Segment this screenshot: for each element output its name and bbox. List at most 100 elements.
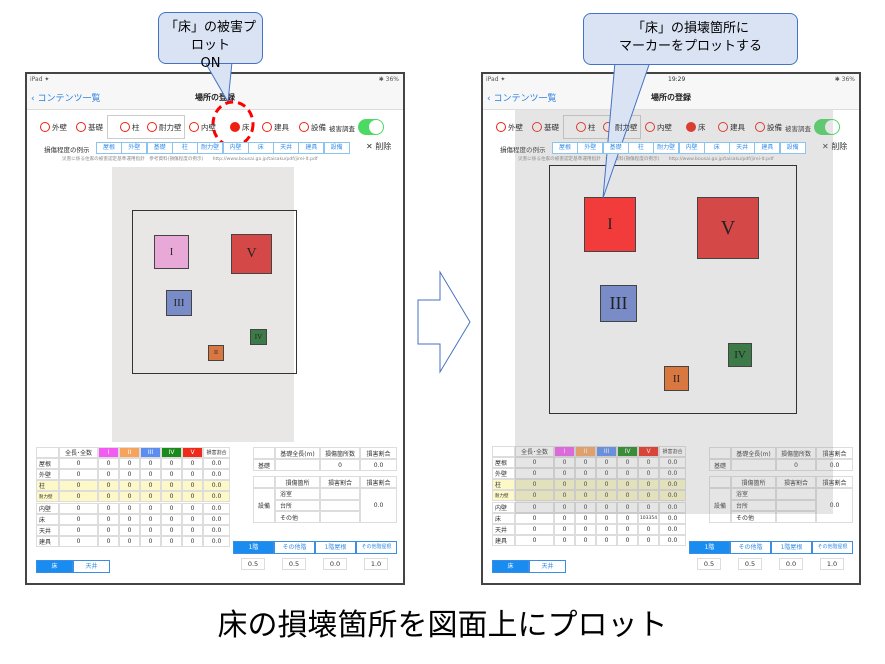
damage-survey-toggle[interactable] bbox=[358, 119, 384, 135]
example-button[interactable]: 床 bbox=[247, 142, 274, 154]
damage-marker-III[interactable]: III bbox=[600, 285, 637, 322]
example-button[interactable]: 床 bbox=[703, 142, 730, 154]
radio-label: 内壁 bbox=[657, 123, 672, 132]
example-button[interactable]: 屋根 bbox=[552, 142, 578, 154]
example-button[interactable]: 天井 bbox=[729, 142, 756, 154]
floor-tab[interactable]: その他階 bbox=[274, 541, 315, 554]
table-cell: 0 bbox=[182, 491, 203, 503]
floor-tab[interactable]: その他階屋根 bbox=[812, 541, 853, 554]
bottom-tab-0[interactable]: 床 bbox=[492, 560, 529, 573]
radio-建具[interactable] bbox=[718, 122, 728, 132]
back-button[interactable]: ‹ コンテンツ一覧 bbox=[31, 94, 101, 104]
damage-marker-IV[interactable]: IV bbox=[250, 329, 267, 345]
example-button[interactable]: 天井 bbox=[273, 142, 300, 154]
radio-内壁[interactable] bbox=[645, 122, 655, 132]
example-button[interactable]: 外壁 bbox=[577, 142, 604, 154]
radio-設備[interactable] bbox=[299, 122, 309, 132]
table-cell: 0 bbox=[575, 523, 596, 535]
status-time: 19:29 bbox=[668, 76, 686, 83]
example-button[interactable]: 耐力壁 bbox=[653, 142, 680, 154]
table-cell: 0 bbox=[596, 512, 617, 524]
example-button[interactable]: 基礎 bbox=[602, 142, 629, 154]
example-button[interactable]: 設備 bbox=[323, 142, 350, 154]
radio-床[interactable] bbox=[686, 122, 696, 132]
table-cell: 0 bbox=[515, 490, 554, 502]
damage-marker-I[interactable]: I bbox=[154, 235, 189, 269]
damage-marker-V[interactable]: V bbox=[231, 234, 272, 274]
delete-button[interactable]: ✕ 削除 bbox=[366, 142, 392, 151]
table-cell: 0.0 bbox=[659, 501, 686, 513]
radio-耐力壁[interactable] bbox=[147, 122, 157, 132]
radio-柱[interactable] bbox=[120, 122, 130, 132]
table-header: V bbox=[182, 447, 203, 459]
table-cell: 0 bbox=[617, 512, 638, 524]
floor-tab[interactable]: 1階屋根 bbox=[315, 541, 356, 554]
radio-内壁[interactable] bbox=[189, 122, 199, 132]
table-cell: 0 bbox=[617, 468, 638, 480]
example-button[interactable]: 耐力壁 bbox=[197, 142, 224, 154]
table-row-label: 耐力壁 bbox=[492, 490, 515, 502]
example-button[interactable]: 設備 bbox=[779, 142, 806, 154]
damage-marker-II[interactable]: II bbox=[664, 366, 689, 391]
kiso-header: 基礎全長(m) bbox=[275, 447, 320, 459]
radio-基礎[interactable] bbox=[76, 122, 86, 132]
damage-marker-V[interactable]: V bbox=[697, 197, 759, 259]
setsubi-item: 浴室 bbox=[731, 488, 776, 500]
example-button[interactable]: 柱 bbox=[627, 142, 654, 154]
floor-tab[interactable]: 1階屋根 bbox=[771, 541, 812, 554]
example-button[interactable]: 内壁 bbox=[678, 142, 705, 154]
status-device: iPad ✦ bbox=[30, 76, 50, 83]
bottom-tab-0[interactable]: 床 bbox=[36, 560, 73, 573]
radio-外壁[interactable] bbox=[40, 122, 50, 132]
table-cell: 0.0 bbox=[659, 457, 686, 469]
table-cell: 0.0 bbox=[659, 512, 686, 524]
radio-基礎[interactable] bbox=[532, 122, 542, 132]
example-label: 損傷程度の例示 bbox=[500, 146, 546, 154]
floor-tab[interactable]: その他階屋根 bbox=[356, 541, 397, 554]
radio-label: 外壁 bbox=[508, 123, 523, 132]
floor-tab[interactable]: 1階 bbox=[689, 541, 730, 554]
table-cell: 0.0 bbox=[659, 534, 686, 546]
example-button[interactable]: 建具 bbox=[754, 142, 781, 154]
radio-床[interactable] bbox=[230, 122, 240, 132]
radio-柱[interactable] bbox=[576, 122, 586, 132]
table-cell: 0 bbox=[554, 534, 575, 546]
floor-tab[interactable]: 1階 bbox=[233, 541, 274, 554]
table-header: II bbox=[575, 446, 596, 458]
radio-設備[interactable] bbox=[755, 122, 765, 132]
example-button[interactable]: 外壁 bbox=[121, 142, 148, 154]
radio-label: 建具 bbox=[274, 123, 289, 132]
bottom-tab-1[interactable]: 天井 bbox=[73, 560, 110, 573]
column-group-box bbox=[107, 115, 185, 139]
damage-marker-II[interactable]: II bbox=[208, 345, 224, 361]
table-cell: 0 bbox=[182, 480, 203, 492]
radio-label: 設備 bbox=[767, 123, 782, 132]
radio-建具[interactable] bbox=[262, 122, 272, 132]
nav-bar bbox=[27, 86, 403, 110]
damage-marker-IV[interactable]: IV bbox=[728, 343, 752, 367]
table-cell: 0 bbox=[140, 458, 161, 470]
radio-label: 内壁 bbox=[201, 123, 216, 132]
floor-plan-outline bbox=[132, 210, 297, 374]
table-header: III bbox=[140, 447, 161, 459]
example-button[interactable]: 内壁 bbox=[222, 142, 249, 154]
floor-tab[interactable]: その他階 bbox=[730, 541, 771, 554]
bottom-tab-1[interactable]: 天井 bbox=[529, 560, 566, 573]
status-battery: ✱ 36% bbox=[834, 76, 855, 83]
table-cell: 0 bbox=[161, 480, 182, 492]
damage-marker-III[interactable]: III bbox=[166, 290, 192, 316]
example-button[interactable]: 基礎 bbox=[146, 142, 173, 154]
table-cell: 0 bbox=[596, 490, 617, 502]
damage-survey-toggle[interactable] bbox=[814, 119, 840, 135]
callout-left: 「床」の被害プロット ON bbox=[158, 12, 263, 71]
back-button[interactable]: ‹ コンテンツ一覧 bbox=[487, 94, 557, 104]
radio-外壁[interactable] bbox=[496, 122, 506, 132]
table-cell: 0 bbox=[119, 458, 140, 470]
callout-text: ON bbox=[200, 56, 221, 71]
damage-marker-I[interactable]: I bbox=[584, 197, 636, 252]
table-cell: 0 bbox=[140, 502, 161, 514]
example-button[interactable]: 屋根 bbox=[96, 142, 122, 154]
example-button[interactable]: 柱 bbox=[171, 142, 198, 154]
delete-button[interactable]: ✕ 削除 bbox=[822, 142, 848, 151]
example-button[interactable]: 建具 bbox=[298, 142, 325, 154]
